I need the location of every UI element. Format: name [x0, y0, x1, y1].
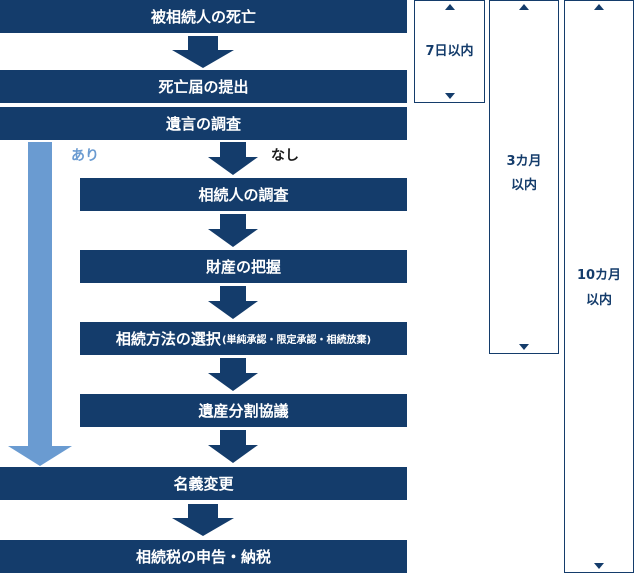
- period-7-days-up-icon: [444, 4, 455, 10]
- step-heir-check: 相続人の調査: [80, 178, 407, 211]
- step-will-check-label: 遺言の調査: [165, 115, 241, 133]
- down-arrow-2-icon: [208, 142, 258, 175]
- step-name-change-label: 名義変更: [173, 475, 234, 493]
- step-division-label: 遺産分割協議: [198, 402, 289, 420]
- step-tax-label: 相続税の申告・納税: [135, 548, 271, 566]
- period-10-months-down-icon: [594, 563, 604, 569]
- step-death-report: 死亡届の提出: [0, 70, 407, 103]
- period-3-months-up-icon: [519, 4, 529, 10]
- bypass-arrow-icon: [8, 142, 72, 466]
- period-7-days-label: 7日以内: [425, 44, 474, 59]
- step-method-select: 相続方法の選択(単純承認・限定承認・相続放棄): [80, 322, 407, 355]
- period-3-months-down-icon: [519, 344, 529, 350]
- step-tax: 相続税の申告・納税: [0, 540, 407, 573]
- period-3-months-label-2: 以内: [510, 178, 537, 193]
- period-10-months-label-2: 以内: [585, 293, 612, 308]
- step-death-report-label: 死亡届の提出: [158, 78, 249, 96]
- period-10-months: 10カ月 以内: [564, 0, 634, 573]
- step-asset-check: 財産の把握: [80, 250, 407, 283]
- down-arrow-1-icon: [172, 36, 234, 68]
- step-name-change: 名義変更: [0, 467, 407, 500]
- period-3-months: 3カ月 以内: [489, 0, 559, 354]
- period-7-days: 7日以内: [414, 0, 485, 103]
- step-will-check: 遺言の調査: [0, 107, 407, 140]
- step-division: 遺産分割協議: [80, 394, 407, 427]
- period-10-months-label-1: 10カ月: [576, 268, 622, 283]
- down-arrow-5-icon: [208, 358, 258, 391]
- step-method-main-label: 相続方法の選択: [115, 330, 221, 348]
- down-arrow-3-icon: [208, 214, 258, 247]
- period-7-days-down-icon: [444, 93, 455, 99]
- step-asset-check-label: 財産の把握: [205, 258, 281, 276]
- period-3-months-label-1: 3カ月: [506, 154, 542, 169]
- step-death: 被相続人の死亡: [0, 0, 407, 33]
- branch-no-label: なし: [271, 148, 299, 164]
- down-arrow-6-icon: [208, 430, 258, 463]
- down-arrow-4-icon: [208, 286, 258, 319]
- branch-yes-label: あり: [71, 148, 99, 164]
- down-arrow-7-icon: [172, 504, 234, 536]
- step-method-sub-label: (単純承認・限定承認・相続放棄): [221, 335, 372, 346]
- period-10-months-up-icon: [594, 4, 604, 10]
- step-heir-check-label: 相続人の調査: [198, 186, 289, 204]
- step-death-label: 被相続人の死亡: [150, 8, 256, 26]
